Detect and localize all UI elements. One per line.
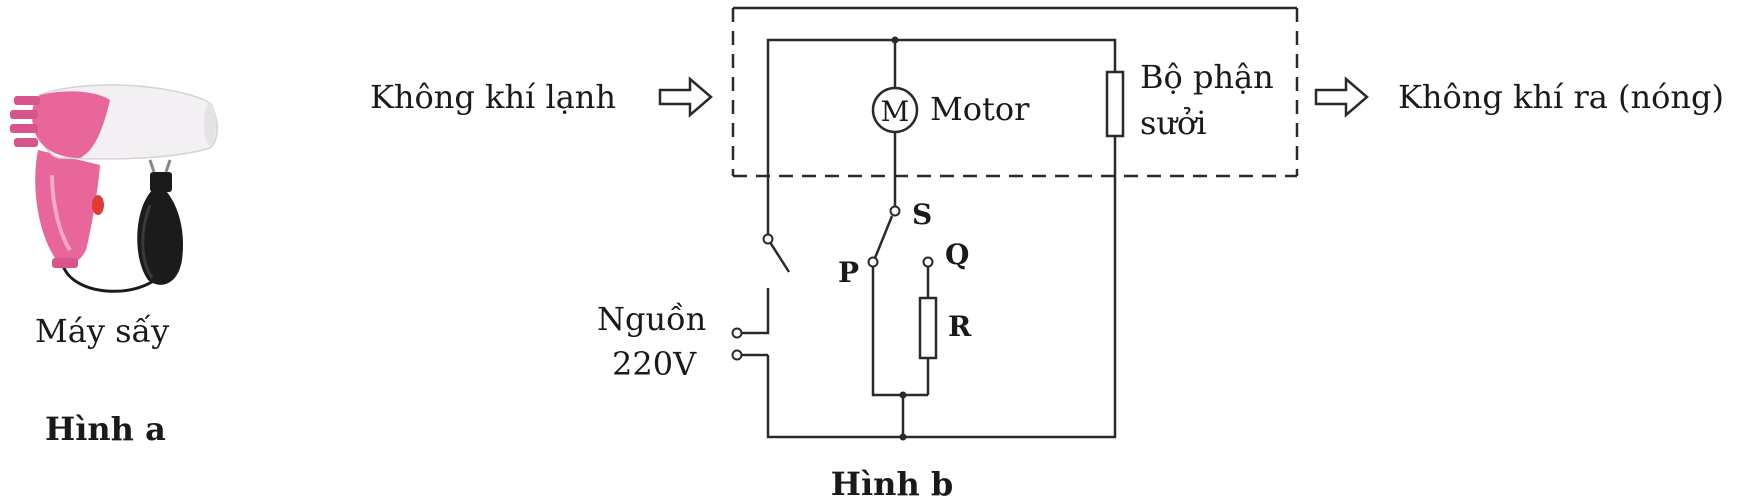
air-in-arrow	[658, 76, 713, 118]
switch-label-s: S	[912, 198, 932, 231]
switch-label-q: Q	[945, 238, 969, 271]
circuit-wires	[742, 38, 1117, 439]
figure-b-caption: Hình b	[831, 465, 953, 503]
hair-dryer-image	[4, 72, 236, 304]
source-label-line1: Nguồn	[597, 300, 706, 338]
junction-dot	[899, 391, 907, 399]
motor-label: Motor	[930, 90, 1030, 128]
resistor-r	[918, 296, 938, 360]
junction-dot	[891, 36, 899, 44]
source-terminal-bottom	[731, 349, 743, 361]
air-in-label: Không khí lạnh	[370, 78, 616, 116]
heater-label-line1: Bộ phận	[1140, 58, 1274, 96]
motor-letter: M	[881, 95, 910, 128]
dryer-switch	[92, 195, 104, 215]
heater-label-line2: sưởi	[1140, 104, 1207, 142]
switch-label-p: P	[838, 256, 859, 289]
dryer-plug	[137, 159, 184, 285]
heater-element	[1105, 70, 1125, 138]
switch-terminal-p	[867, 256, 879, 268]
switch-terminal-q	[922, 256, 934, 268]
source-label-line2: 220V	[612, 345, 697, 383]
main-switch-contact	[762, 233, 774, 245]
switch-terminal-s	[889, 205, 901, 217]
air-out-arrow	[1314, 76, 1369, 118]
air-out-label: Không khí ra (nóng)	[1398, 78, 1724, 116]
motor-symbol: M	[871, 86, 919, 134]
junction-dot	[899, 433, 907, 441]
hair-dryer-label: Máy sấy	[35, 312, 169, 350]
figure-a-caption: Hình a	[45, 410, 166, 448]
dryer-nozzle	[10, 96, 40, 147]
resistor-label: R	[948, 310, 972, 343]
dryer-housing-boundary	[731, 8, 1299, 178]
source-terminal-top	[731, 327, 743, 339]
